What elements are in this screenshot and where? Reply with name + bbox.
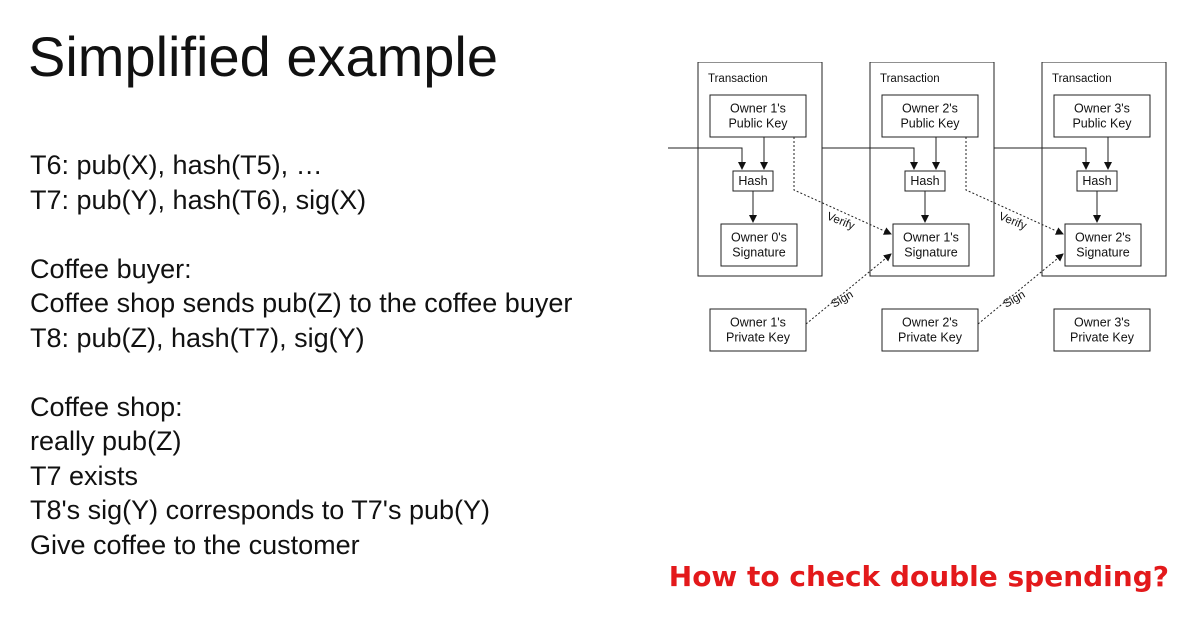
- sign-label: Sign: [1002, 289, 1028, 311]
- sign-label: Sign: [830, 289, 856, 311]
- previous-tx-to-hash-arrow: [668, 147, 746, 170]
- signature-box: [1064, 223, 1142, 267]
- body-line: Coffee buyer:: [30, 253, 192, 284]
- body-line: T7: pub(Y), hash(T6), sig(X): [30, 184, 367, 215]
- body-text: T6: pub(X), hash(T5), … T7: pub(Y), hash…: [30, 148, 572, 562]
- hash-label: Hash: [910, 174, 939, 188]
- double-spending-question: How to check double spending?: [668, 560, 1169, 593]
- previous-tx-to-hash-arrow: [822, 147, 918, 170]
- body-line: Coffee shop:: [30, 391, 183, 422]
- private-key-box: [1053, 308, 1151, 352]
- transaction-header: Transaction: [1052, 73, 1112, 85]
- body-line: really pub(Z): [30, 426, 182, 456]
- slide-title: Simplified example: [28, 25, 498, 88]
- previous-tx-to-hash-arrow: [994, 147, 1090, 170]
- private-key-box: [709, 308, 807, 352]
- transaction-header: Transaction: [708, 73, 768, 85]
- body-line: T7 exists: [30, 460, 139, 491]
- private-key-box: [881, 308, 979, 352]
- verify-arrow: [965, 137, 1064, 235]
- public-key-box: [881, 94, 979, 138]
- public-key-box: [1053, 94, 1151, 138]
- signature-box: [720, 223, 798, 267]
- transaction-header: Transaction: [880, 73, 940, 85]
- hash-label: Hash: [1082, 174, 1111, 188]
- body-line: T6: pub(X), hash(T5), …: [30, 150, 323, 180]
- signature-box: [892, 223, 970, 267]
- verify-arrow: [793, 137, 892, 235]
- body-line-blank: [30, 355, 572, 390]
- body-line: T8's sig(Y) corresponds to T7's pub(Y): [30, 495, 490, 525]
- public-key-box: [709, 94, 807, 138]
- body-line: Give coffee to the customer: [30, 529, 360, 560]
- body-line-blank: [30, 217, 572, 252]
- verify-label: Verify: [997, 211, 1028, 233]
- hash-label: Hash: [738, 174, 767, 188]
- body-line: Coffee shop sends pub(Z) to the coffee b…: [30, 288, 573, 318]
- body-line: T8: pub(Z), hash(T7), sig(Y): [30, 322, 365, 353]
- verify-label: Verify: [825, 211, 856, 233]
